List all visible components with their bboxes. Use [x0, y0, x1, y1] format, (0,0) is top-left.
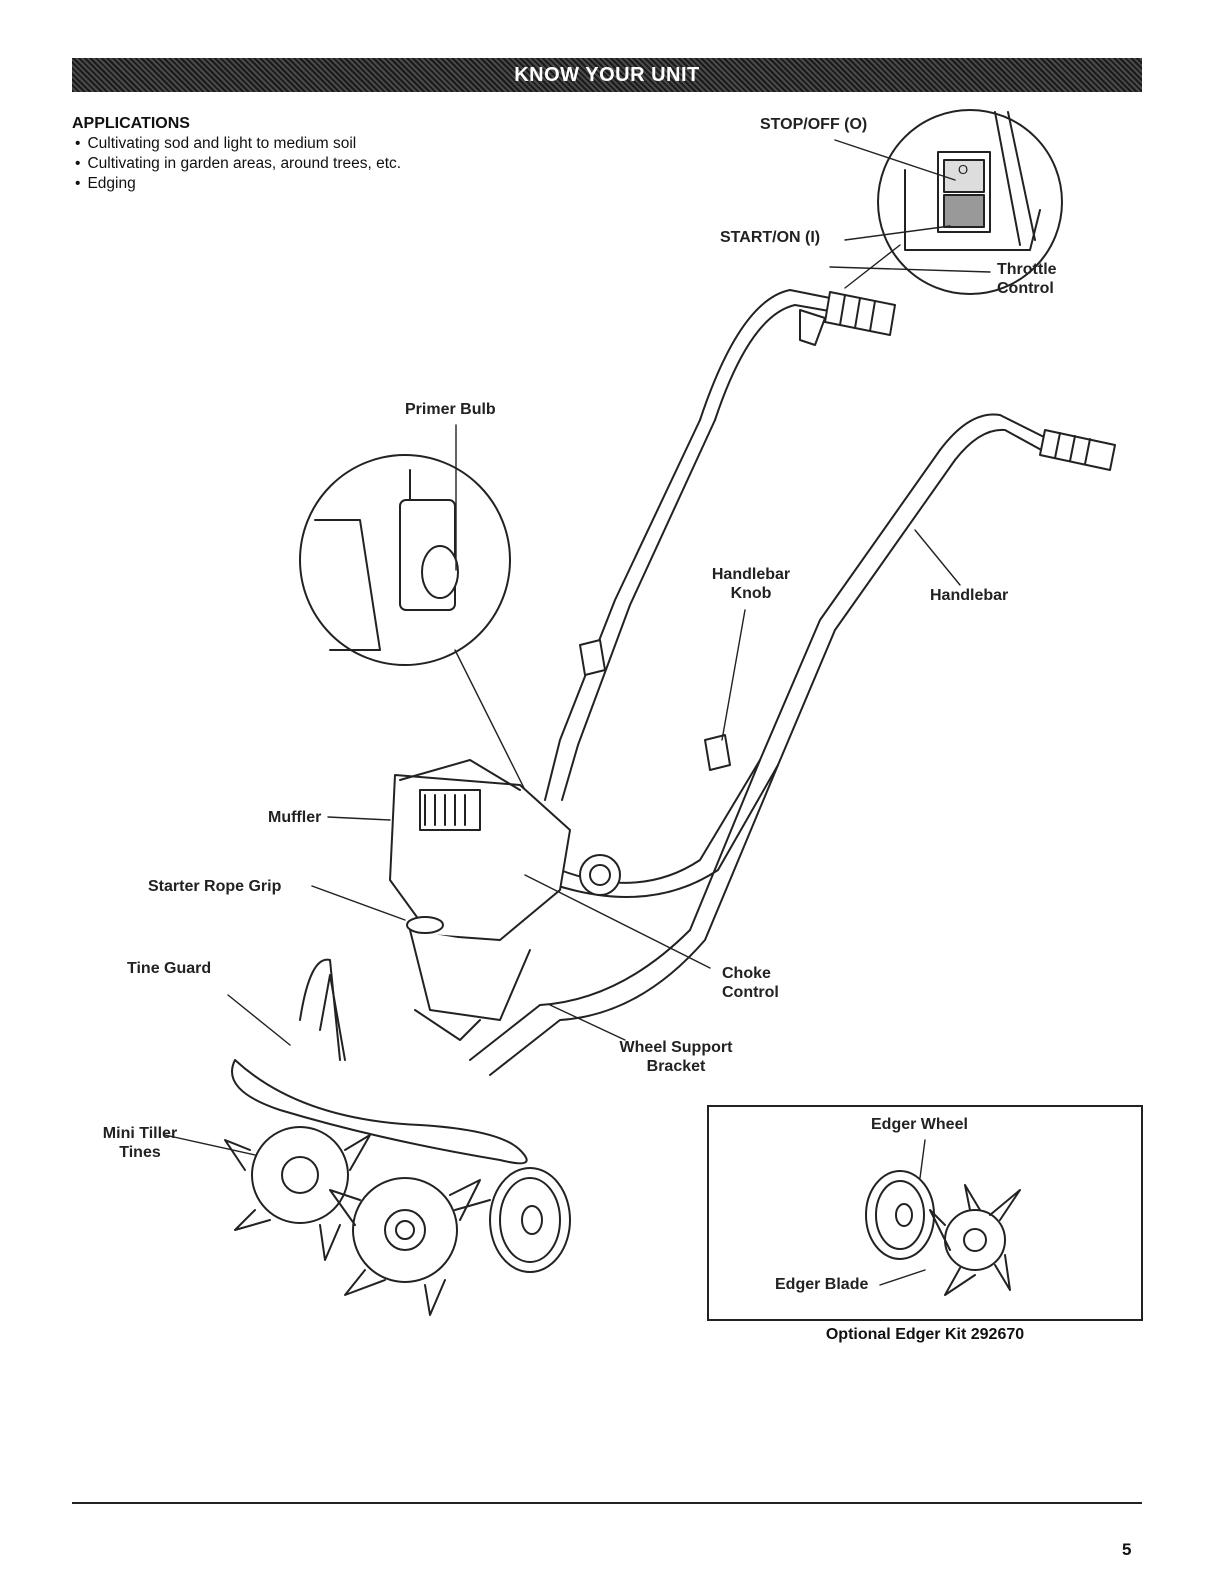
start-on-label: START/ON (I) [720, 229, 821, 246]
applications-heading: APPLICATIONS [72, 115, 190, 132]
edger-blade-label: Edger Blade [775, 1276, 869, 1293]
stop-start-switch [937, 151, 991, 233]
edger-kit-caption: Optional Edger Kit 292670 [825, 1326, 1025, 1343]
muffler-label: Muffler [268, 809, 322, 826]
handlebar-label: Handlebar [930, 587, 1009, 604]
mini-tiller-tines-label: Mini Tiller Tines [102, 1125, 178, 1161]
tines-right [329, 1177, 481, 1316]
handlebar-knob-label: Handlebar Knob [711, 566, 791, 602]
applications-list: Cultivating sod and light to medium soil… [75, 134, 401, 194]
section-title: KNOW YOUR UNIT [514, 63, 700, 86]
edger-kit-inset: Edger Wheel Edger Blade [707, 1105, 1143, 1321]
page-number: 5 [1122, 1540, 1132, 1559]
section-banner: KNOW YOUR UNIT [72, 58, 1142, 92]
application-item: Cultivating in garden areas, around tree… [75, 154, 401, 174]
primer-bulb-label: Primer Bulb [405, 401, 496, 418]
footer-rule [72, 1502, 1142, 1504]
edger-wheel-label: Edger Wheel [871, 1116, 968, 1133]
wheel-support-bracket-label: Wheel Support Bracket [619, 1039, 733, 1075]
stop-off-label: STOP/OFF (O) [760, 116, 868, 133]
tines-left [224, 1126, 371, 1261]
choke-control-label: Choke Control [722, 965, 779, 1001]
primer-detail-circle [299, 454, 511, 666]
application-item: Cultivating sod and light to medium soil [75, 134, 401, 154]
application-item: Edging [75, 174, 401, 194]
throttle-control-label: Throttle Control [997, 261, 1057, 297]
switch-detail-circle [877, 109, 1063, 295]
starter-rope-grip-label: Starter Rope Grip [148, 878, 282, 895]
switch-o-mark: O [958, 162, 969, 177]
tine-guard-label: Tine Guard [127, 960, 212, 977]
